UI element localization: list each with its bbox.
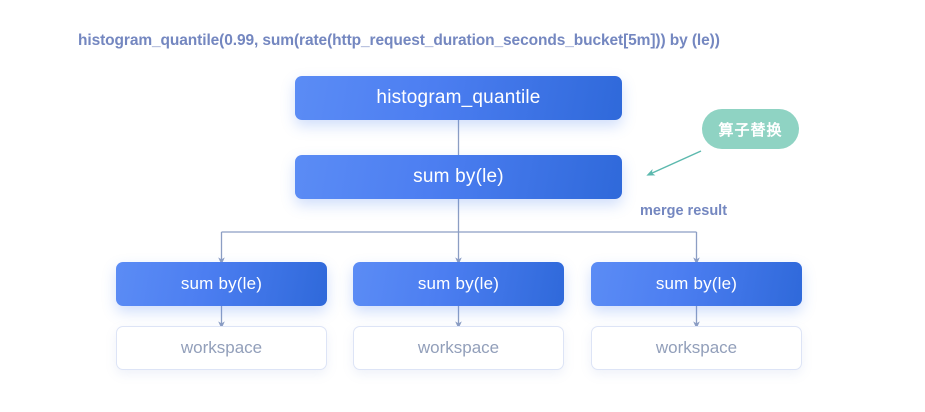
node-workspace-2[interactable]: workspace — [353, 326, 564, 370]
node-merge-sum-by-le[interactable]: sum by(le) — [295, 155, 622, 199]
node-leaf-sum-by-le-2[interactable]: sum by(le) — [353, 262, 564, 306]
node-workspace-3[interactable]: workspace — [591, 326, 802, 370]
annotation-merge-result: merge result — [640, 203, 728, 219]
node-leaf-sum-by-le-1[interactable]: sum by(le) — [116, 262, 327, 306]
node-leaf-sum-by-le-3[interactable]: sum by(le) — [591, 262, 802, 306]
node-label: sum by(le) — [417, 274, 500, 293]
query-expression-title: histogram_quantile(0.99, sum(rate(http_r… — [78, 32, 720, 49]
annotation-arrow-operator-substitution — [646, 150, 702, 176]
node-label: workspace — [417, 338, 500, 357]
badge-label: 算子替换 — [718, 121, 783, 139]
node-label: workspace — [180, 338, 263, 357]
node-label: sum by(le) — [413, 166, 504, 187]
node-workspace-1[interactable]: workspace — [116, 326, 327, 370]
node-label: workspace — [655, 338, 738, 357]
node-histogram-quantile[interactable]: histogram_quantile — [295, 76, 622, 120]
node-label: histogram_quantile — [376, 87, 541, 108]
node-label: sum by(le) — [180, 274, 263, 293]
node-label: sum by(le) — [655, 274, 738, 293]
badge-operator-substitution: 算子替换 — [702, 109, 799, 149]
